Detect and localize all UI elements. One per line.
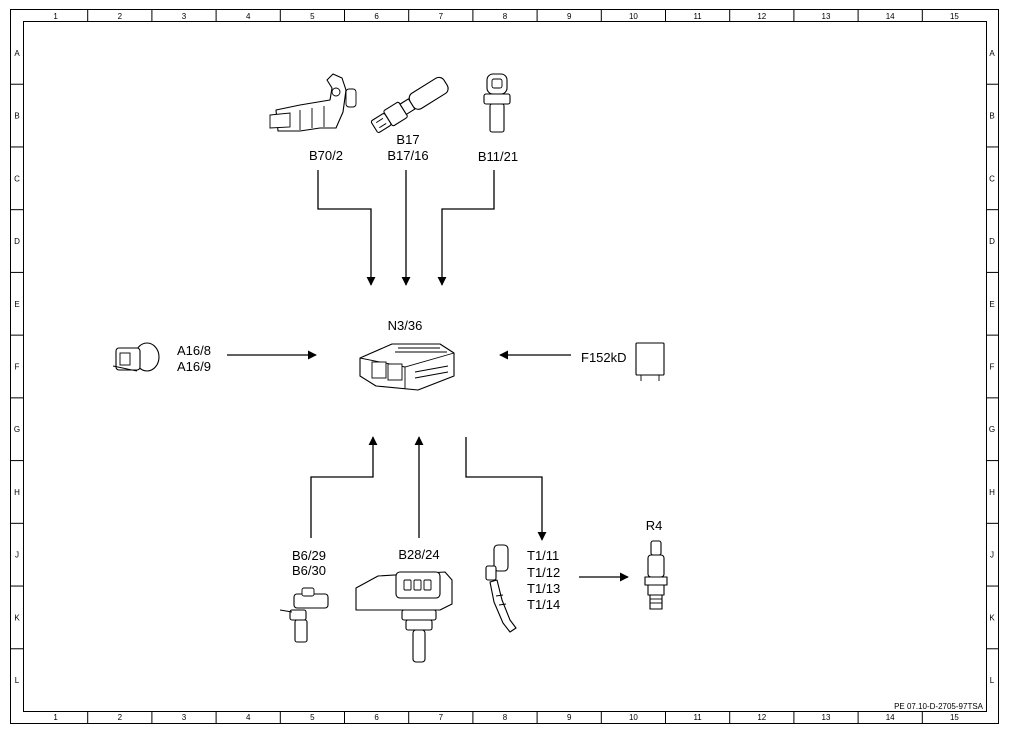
grid-row-label-right: F <box>990 363 995 372</box>
grid-col-label-top: 14 <box>886 12 895 21</box>
grid-col-label-top: 2 <box>118 12 123 21</box>
label-b70-2: B70/2 <box>309 148 343 163</box>
wire-b70-2 <box>317 170 376 286</box>
grid-col-label-top: 13 <box>822 12 831 21</box>
grid-reference-layer: 1122334455667788991010111112121313141415… <box>10 9 999 724</box>
grid-row-label-left: K <box>14 613 20 622</box>
label-n3-36: N3/36 <box>388 318 423 333</box>
wire-b11-21 <box>437 170 495 286</box>
component-labels: B70/2 B17 B17/16 B11/21 N3/36 A16/8 A16/… <box>177 132 662 612</box>
label-a16-9: A16/9 <box>177 359 211 374</box>
wire-b6 <box>310 436 378 538</box>
grid-col-label-top: 15 <box>950 12 959 21</box>
grid-col-label-bottom: 9 <box>567 713 572 722</box>
b6-camshaft-sensor-icon <box>279 587 329 643</box>
grid-row-label-left: B <box>14 112 19 121</box>
r4-spark-plug-icon <box>644 540 668 610</box>
label-b6-30: B6/30 <box>292 563 326 578</box>
grid-col-label-bottom: 14 <box>886 713 895 722</box>
grid-col-label-bottom: 1 <box>53 713 58 722</box>
t1-ignition-coil-icon <box>485 544 517 633</box>
grid-col-label-bottom: 7 <box>439 713 444 722</box>
grid-col-label-top: 7 <box>439 12 444 21</box>
grid-row-label-left: A <box>14 49 20 58</box>
grid-col-label-top: 1 <box>53 12 58 21</box>
grid-col-label-top: 10 <box>629 12 638 21</box>
inner-frame <box>23 21 987 712</box>
label-b17-16: B17/16 <box>387 148 428 163</box>
b17-sensor-icon <box>370 76 449 133</box>
label-t1-14: T1/14 <box>527 597 560 612</box>
grid-col-label-bottom: 4 <box>246 713 251 722</box>
grid-row-label-right: L <box>990 676 995 685</box>
grid-row-label-right: H <box>989 488 995 497</box>
grid-row-label-left: H <box>14 488 20 497</box>
n3-36-control-unit-icon <box>359 343 455 391</box>
grid-col-label-top: 11 <box>693 12 702 21</box>
a16-knock-sensor-icon <box>112 342 160 372</box>
grid-col-label-bottom: 15 <box>950 713 959 722</box>
grid-col-label-top: 4 <box>246 12 251 21</box>
grid-row-label-right: E <box>989 300 994 309</box>
grid-row-label-left: L <box>15 676 20 685</box>
grid-row-label-right: D <box>989 237 995 246</box>
grid-col-label-top: 6 <box>374 12 379 21</box>
grid-col-label-top: 12 <box>757 12 766 21</box>
grid-row-label-right: G <box>989 425 995 434</box>
grid-col-label-top: 3 <box>182 12 187 21</box>
grid-col-label-bottom: 6 <box>374 713 379 722</box>
label-b17: B17 <box>396 132 419 147</box>
b70-2-sensor-icon <box>269 73 357 132</box>
grid-col-label-bottom: 12 <box>757 713 766 722</box>
grid-col-label-bottom: 8 <box>503 713 508 722</box>
label-t1-13: T1/13 <box>527 581 560 596</box>
signal-lines <box>227 170 629 582</box>
grid-row-label-left: E <box>14 300 19 309</box>
wire-t1 <box>465 437 547 541</box>
label-f152kd: F152kD <box>581 350 627 365</box>
grid-col-label-bottom: 10 <box>629 713 638 722</box>
grid-row-label-left: D <box>14 237 20 246</box>
label-t1-12: T1/12 <box>527 565 560 580</box>
grid-col-label-bottom: 11 <box>693 713 702 722</box>
grid-col-label-bottom: 13 <box>822 713 831 722</box>
grid-col-label-bottom: 3 <box>182 713 187 722</box>
label-a16-8: A16/8 <box>177 343 211 358</box>
grid-col-label-top: 9 <box>567 12 572 21</box>
grid-row-label-left: G <box>14 425 20 434</box>
label-b28-24: B28/24 <box>398 547 439 562</box>
b28-24-pressure-sensor-icon <box>355 571 453 663</box>
label-r4: R4 <box>646 518 663 533</box>
grid-row-label-right: B <box>989 112 994 121</box>
reference-code: PE 07.10-D-2705-97TSA <box>894 702 984 711</box>
grid-row-label-right: A <box>989 49 995 58</box>
grid-col-label-bottom: 2 <box>118 713 123 722</box>
grid-row-label-right: J <box>990 551 994 560</box>
f152kd-relay-icon <box>635 342 665 381</box>
label-b6-29: B6/29 <box>292 548 326 563</box>
grid-row-label-left: F <box>15 363 20 372</box>
grid-row-label-left: J <box>15 551 19 560</box>
grid-row-label-left: C <box>14 174 20 183</box>
outer-frame <box>10 9 999 724</box>
grid-col-label-bottom: 5 <box>310 713 315 722</box>
label-b11-21: B11/21 <box>478 149 518 164</box>
b11-21-sensor-icon <box>483 73 511 133</box>
grid-row-label-right: K <box>989 613 995 622</box>
grid-col-label-top: 8 <box>503 12 508 21</box>
label-t1-11: T1/11 <box>527 548 559 563</box>
grid-col-label-top: 5 <box>310 12 315 21</box>
grid-row-label-right: C <box>989 174 995 183</box>
